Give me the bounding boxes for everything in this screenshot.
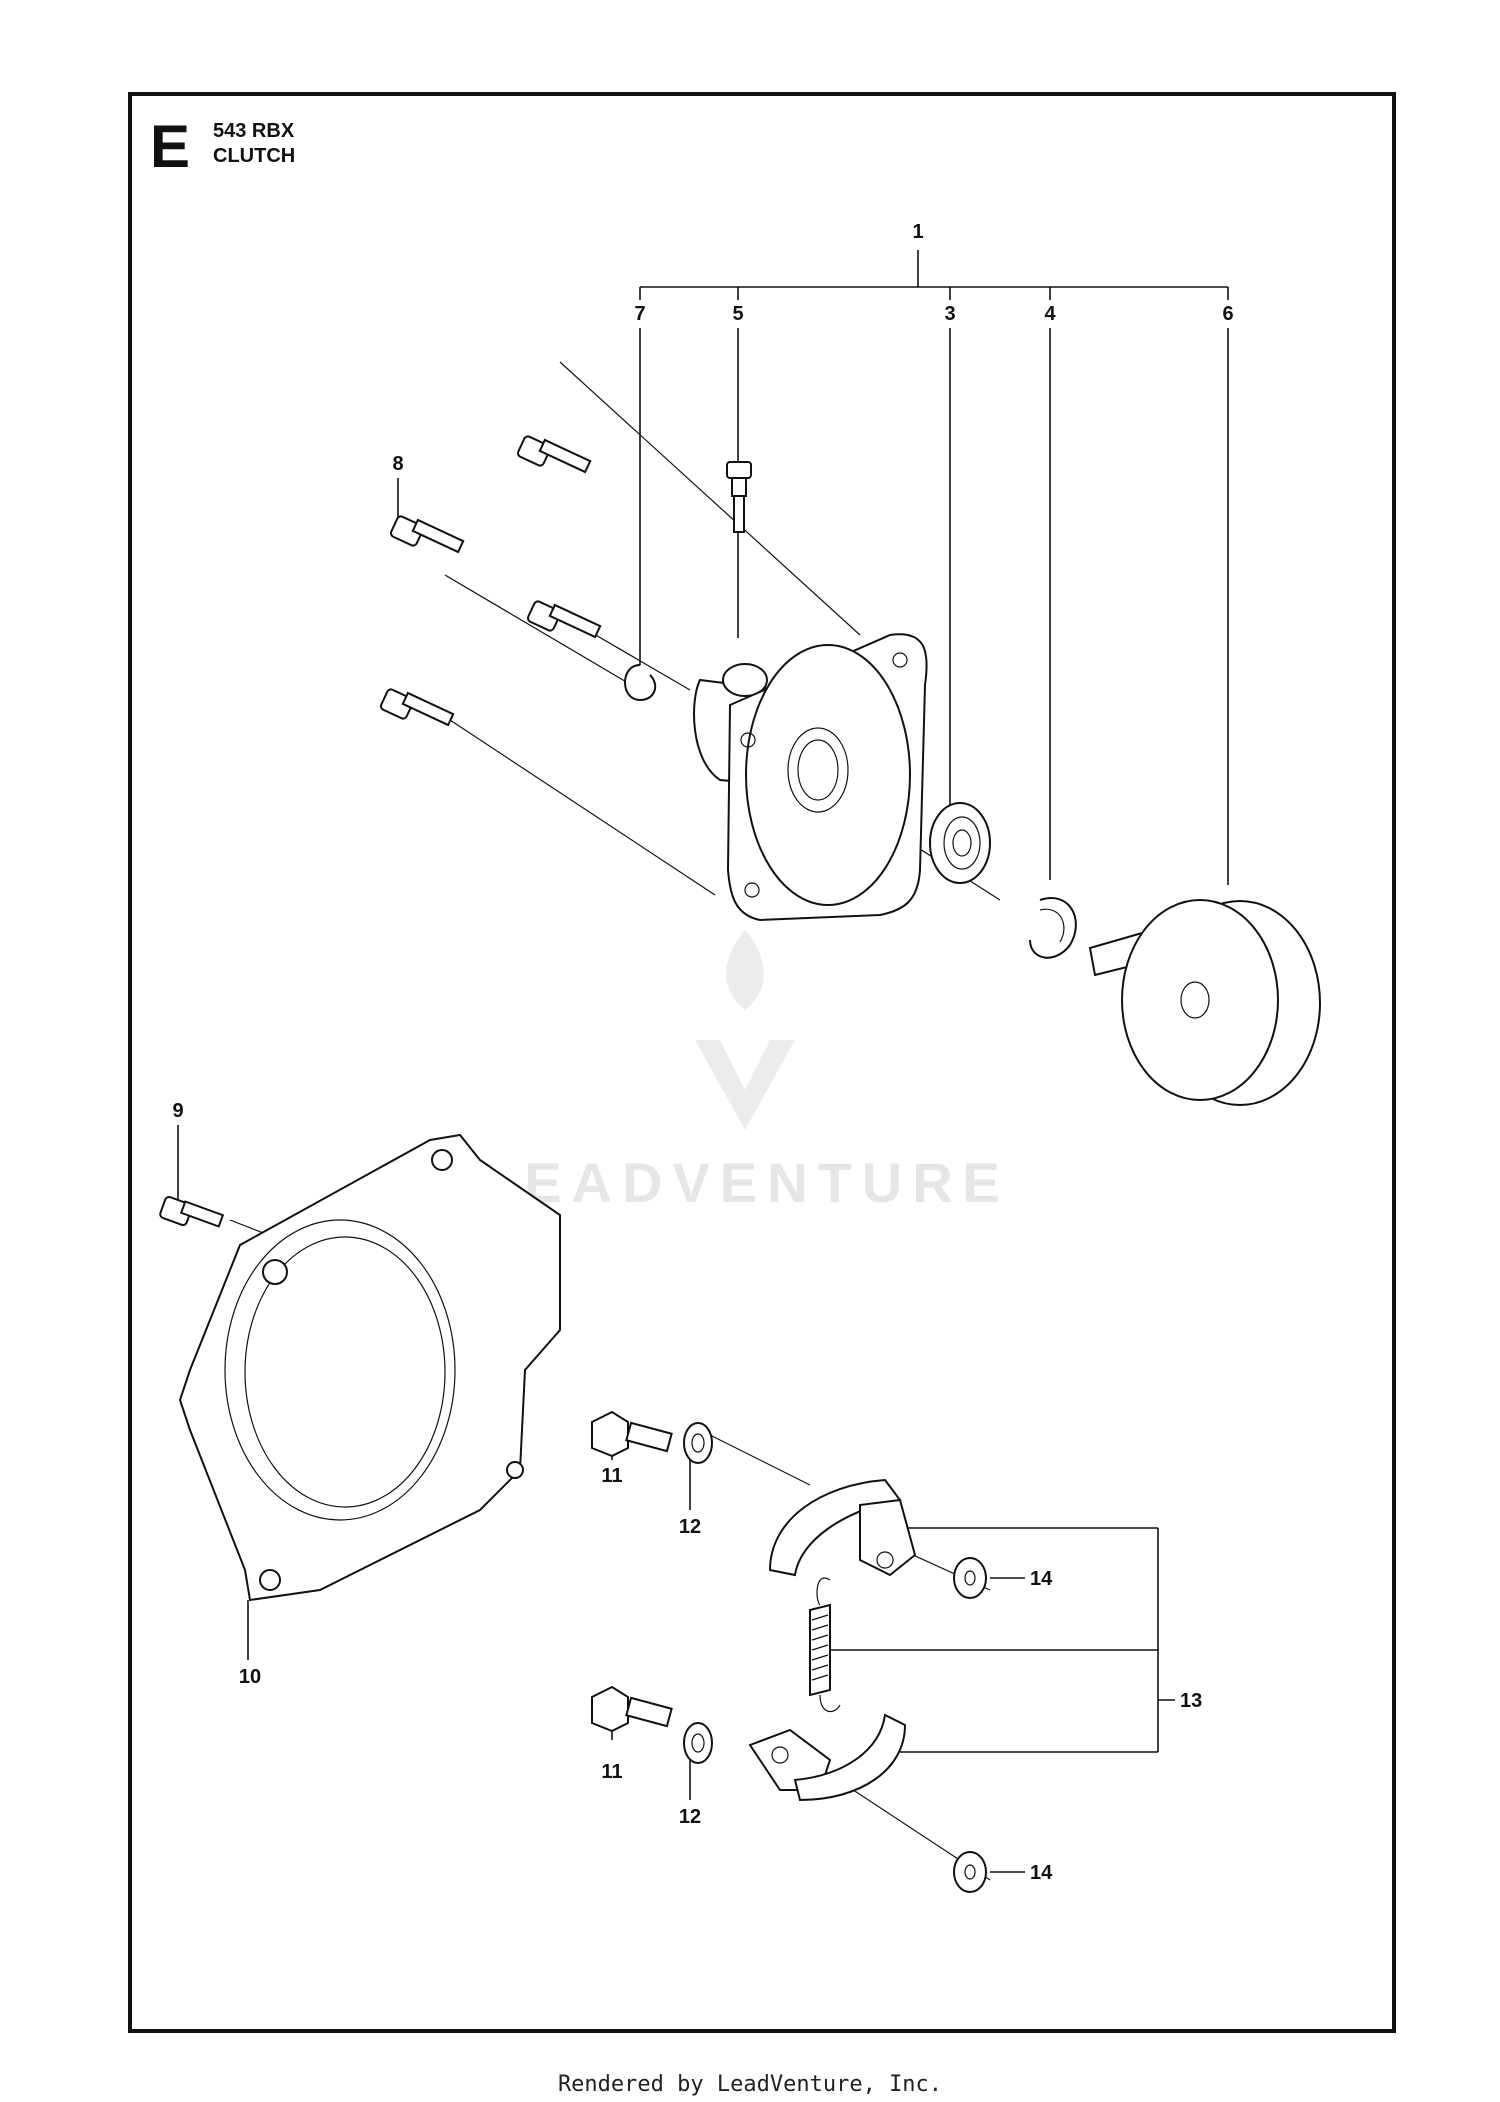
callout-12a: 12	[679, 1516, 701, 1538]
callout-7: 7	[634, 303, 645, 325]
diagram-title: CLUTCH	[213, 145, 296, 167]
screw-part-9	[159, 1196, 225, 1228]
clutch-shoe-lower	[748, 1713, 907, 1802]
callout-12b: 12	[679, 1806, 701, 1828]
clutch-housing-part	[693, 633, 928, 922]
callout-11b: 11	[601, 1761, 622, 1783]
washer-part-14a	[953, 1557, 987, 1599]
screw-part-8	[379, 435, 602, 727]
callout-13: 13	[1180, 1690, 1202, 1712]
washer-part-12a	[683, 1422, 713, 1464]
callout-5: 5	[732, 303, 743, 325]
shoe-bolt-part-11a	[591, 1410, 673, 1458]
callout-3: 3	[944, 303, 955, 325]
fitting-part-5	[726, 461, 752, 533]
drawing-frame	[128, 92, 1396, 2033]
clutch-cover-part-10	[178, 1133, 561, 1602]
callout-10: 10	[239, 1666, 261, 1688]
clip-part-7	[624, 664, 657, 702]
callout-1: 1	[912, 221, 923, 243]
callout-14a: 14	[1030, 1568, 1053, 1590]
callout-8: 8	[392, 453, 403, 475]
shoe-bolt-part-11b	[591, 1685, 673, 1733]
model-label: 543 RBX	[213, 120, 295, 142]
callout-4: 4	[1044, 303, 1056, 325]
callout-9: 9	[172, 1100, 183, 1122]
circlip-part-4	[1029, 897, 1077, 959]
footer-credit: Rendered by LeadVenture, Inc.	[557, 2072, 943, 2097]
bearing-part-3	[929, 802, 991, 884]
leadventure-logo-icon	[695, 930, 795, 1130]
callout-bracket-1	[639, 250, 1229, 300]
washer-part-14b	[953, 1851, 987, 1893]
clutch-shoe-upper	[768, 1478, 917, 1577]
clutch-spring	[809, 1577, 841, 1713]
callout-11a: 11	[601, 1465, 622, 1487]
section-letter: E	[150, 113, 191, 180]
watermark-text: LEADVENTURE	[480, 1151, 1011, 1214]
clutch-drum-part-6	[1088, 899, 1321, 1106]
washer-part-12b	[683, 1722, 713, 1764]
leader-lines	[177, 328, 1229, 1881]
callout-6: 6	[1222, 303, 1233, 325]
callout-14b: 14	[1030, 1862, 1053, 1884]
